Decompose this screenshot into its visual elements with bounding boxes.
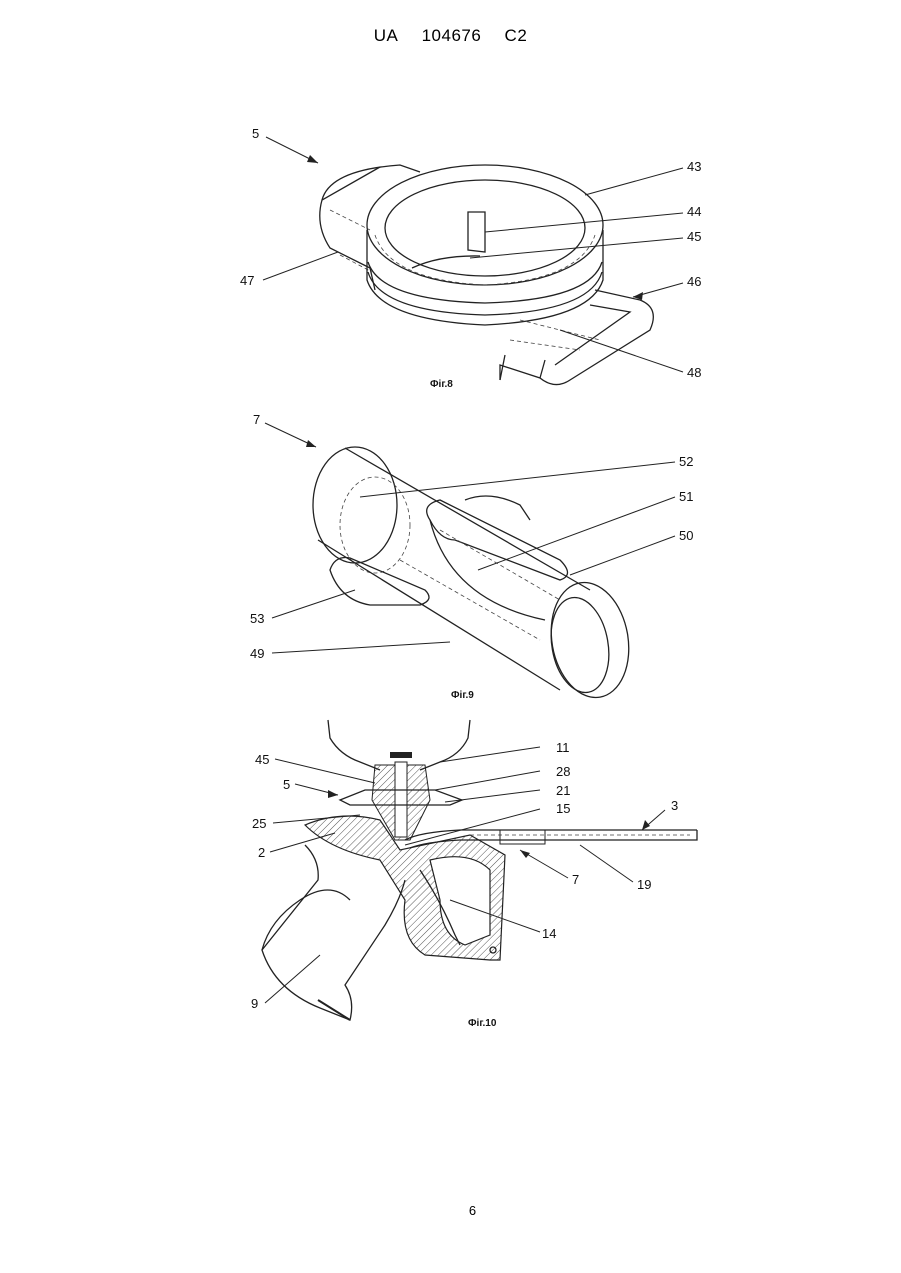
fig9-label-52: 52 [679, 454, 693, 469]
fig10-label-28: 28 [556, 764, 570, 779]
fig10-label-45: 45 [255, 752, 269, 767]
fig8-label-43: 43 [687, 159, 701, 174]
fig10-label-25: 25 [252, 816, 266, 831]
fig10-label-11: 11 [556, 740, 570, 755]
fig9-caption: Фіг.9 [451, 690, 474, 701]
fig9-label-50: 50 [679, 528, 693, 543]
fig10-label-15: 15 [556, 801, 570, 816]
fig10-label-14: 14 [542, 926, 556, 941]
page-number: 6 [0, 1203, 901, 1218]
fig10-label-3: 3 [671, 798, 678, 813]
fig10-label-2: 2 [258, 845, 265, 860]
fig10-label-7: 7 [572, 872, 579, 887]
fig8-label-44: 44 [687, 204, 701, 219]
figure-8: 5 43 44 45 46 47 48 Фіг.8 [240, 126, 701, 390]
fig8-label-48: 48 [687, 365, 701, 380]
fig8-caption: Фіг.8 [430, 379, 453, 390]
fig9-label-49: 49 [250, 646, 264, 661]
fig10-label-9: 9 [251, 996, 258, 1011]
fig8-label-5: 5 [252, 126, 259, 141]
fig10-label-5: 5 [283, 777, 290, 792]
figure-9: 7 52 51 50 53 49 Фіг.9 [250, 412, 693, 704]
fig9-label-7: 7 [253, 412, 260, 427]
fig9-label-53: 53 [250, 611, 264, 626]
fig8-label-45: 45 [687, 229, 701, 244]
fig8-label-47: 47 [240, 273, 254, 288]
fig8-label-46: 46 [687, 274, 701, 289]
fig10-label-21: 21 [556, 783, 570, 798]
fig10-label-19: 19 [637, 877, 651, 892]
figure-10: 11 45 28 5 21 15 3 25 2 7 19 14 9 Фіг.10 [251, 720, 697, 1029]
fig9-label-51: 51 [679, 489, 693, 504]
fig10-caption: Фіг.10 [468, 1018, 497, 1029]
